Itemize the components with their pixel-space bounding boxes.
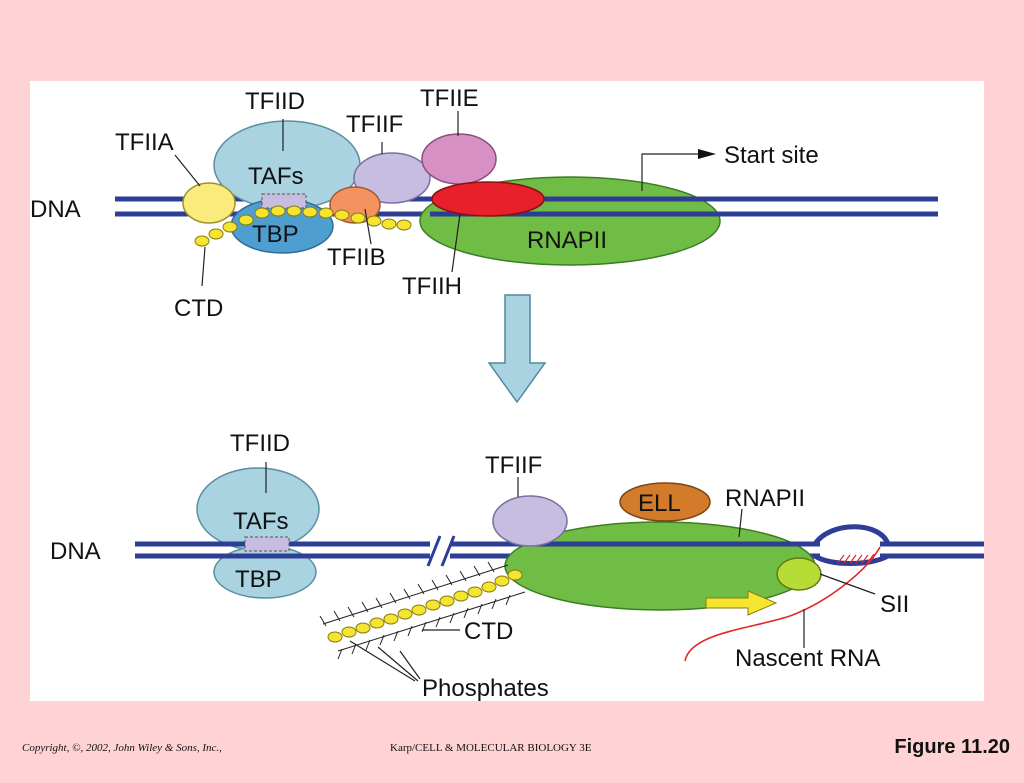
top-tfiie-shape	[421, 133, 497, 185]
bottom-label-tafs: TAFs	[233, 508, 289, 535]
top-label-tfiib: TFIIB	[327, 244, 386, 271]
top-ctd-beads	[194, 205, 412, 247]
nascent-rna-strand	[684, 546, 881, 662]
top-label-tafs: TAFs	[248, 163, 304, 190]
bottom-ctd-beads	[327, 569, 523, 643]
bottom-label-phosphates: Phosphates	[422, 675, 549, 701]
bottom-label-rnapii: RNAPII	[725, 485, 805, 512]
bottom-label-nascent-rna: Nascent RNA	[735, 645, 880, 672]
top-tfiif-shape	[353, 152, 431, 204]
top-label-ctd: CTD	[174, 295, 223, 322]
bottom-leader-lines	[265, 462, 876, 682]
sii-shape	[776, 557, 822, 591]
top-leader-lines	[174, 111, 700, 287]
bottom-label-ctd: CTD	[464, 618, 513, 645]
top-label-tfiia: TFIIA	[115, 129, 174, 156]
top-label-tfiif: TFIIF	[346, 111, 403, 138]
transcription-bubble	[812, 524, 891, 566]
top-tfiia-shape	[182, 182, 236, 224]
book-title: Karp/CELL & MOLECULAR BIOLOGY 3E	[390, 742, 592, 754]
dna-break-marks	[426, 535, 456, 567]
top-label-tfiid: TFIID	[245, 88, 305, 115]
bottom-label-ell: ELL	[638, 490, 681, 517]
direction-arrow	[705, 590, 778, 616]
top-label-dna: DNA	[30, 196, 81, 223]
bottom-label-dna: DNA	[50, 538, 101, 565]
top-label-start-site: Start site	[724, 142, 819, 169]
top-label-tbp: TBP	[252, 221, 299, 248]
figure-number: Figure 11.20	[894, 736, 1010, 758]
bottom-label-tfiid: TFIID	[230, 430, 290, 457]
bottom-tfiif-shape	[492, 495, 568, 547]
transcription-diagram: TFIID TFIIE TFIIF TFIIA TAFs Start site …	[30, 85, 984, 701]
top-taf-box	[261, 193, 307, 209]
top-label-tfiie: TFIIE	[420, 85, 479, 112]
top-panel: TFIID TFIIE TFIIF TFIIA TAFs Start site …	[30, 85, 938, 322]
bottom-panel: TFIID TFIIF ELL RNAPII TAFs DNA TBP SII …	[50, 430, 984, 701]
top-label-tfiih: TFIIH	[402, 273, 462, 300]
ell-shape	[619, 482, 711, 522]
top-tfiih-shape	[431, 181, 545, 217]
bottom-label-sii: SII	[880, 591, 909, 618]
bottom-label-tfiif: TFIIF	[485, 452, 542, 479]
transition-arrow	[487, 294, 547, 404]
top-label-rnapii: RNAPII	[527, 227, 607, 254]
copyright-notice: Copyright, ©, 2002, John Wiley & Sons, I…	[22, 742, 222, 754]
start-site-arrowhead	[698, 149, 716, 159]
bottom-taf-box	[244, 536, 290, 552]
figure-panel: TFIID TFIIE TFIIF TFIIA TAFs Start site …	[30, 81, 984, 701]
bottom-label-tbp: TBP	[235, 566, 282, 593]
bottom-ctd-phosphates	[319, 561, 526, 660]
